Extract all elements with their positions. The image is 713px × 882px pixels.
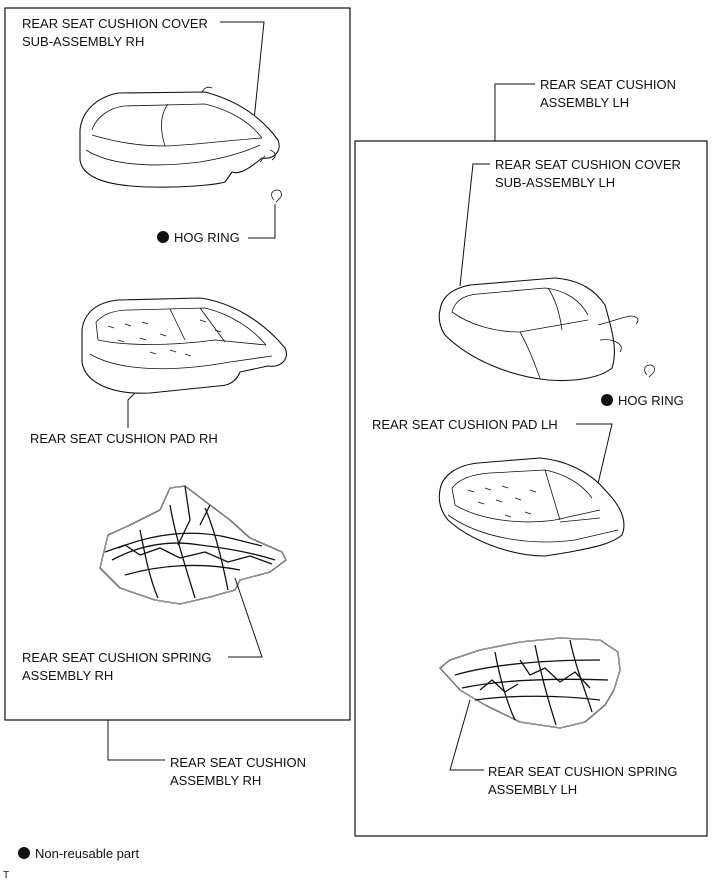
rh-assembly-label-line1: REAR SEAT CUSHION <box>170 755 306 770</box>
rh-seat-cushion-cover-illustration <box>79 86 280 188</box>
rh-spring-leader <box>228 577 263 658</box>
legend-text: Non-reusable part <box>35 846 139 861</box>
lh-assembly-leader <box>494 83 535 141</box>
rh-cover-label-line1: REAR SEAT CUSHION COVER <box>22 16 208 31</box>
lh-hog-ring-illustration <box>644 364 655 378</box>
rh-hog-ring-label: HOG RING <box>174 230 240 245</box>
legend-non-reusable-dot <box>18 847 30 859</box>
lh-assembly-label-line1: REAR SEAT CUSHION <box>540 77 676 92</box>
lh-spring-leader <box>449 699 484 771</box>
lh-pad-leader <box>576 423 613 489</box>
lh-pad-label: REAR SEAT CUSHION PAD LH <box>372 417 558 432</box>
rh-hog-ring-leader <box>248 204 276 239</box>
corner-mark: T <box>3 870 9 881</box>
rh-spring-label-line2: ASSEMBLY RH <box>22 668 113 683</box>
lh-seat-cushion-cover-illustration <box>438 277 639 381</box>
rh-non-reusable-dot <box>157 231 169 243</box>
rh-cover-label-line2: SUB-ASSEMBLY RH <box>22 34 144 49</box>
rh-pad-leader <box>127 392 136 428</box>
lh-hog-ring-label: HOG RING <box>618 393 684 408</box>
lh-spring-label-line2: ASSEMBLY LH <box>488 782 577 797</box>
lh-seat-cushion-spring-illustration <box>439 637 621 729</box>
rh-assembly-leader <box>107 720 165 761</box>
rh-assembly-label-line2: ASSEMBLY RH <box>170 773 261 788</box>
lh-assembly-frame <box>354 140 708 837</box>
lh-assembly-label-line2: ASSEMBLY LH <box>540 95 629 110</box>
rh-assembly-frame <box>4 7 351 721</box>
rh-cover-leader <box>220 21 265 141</box>
rh-spring-label-line1: REAR SEAT CUSHION SPRING <box>22 650 212 665</box>
lh-cover-label-line2: SUB-ASSEMBLY LH <box>495 175 615 190</box>
lh-cover-leader <box>459 163 490 287</box>
lh-spring-label-line1: REAR SEAT CUSHION SPRING <box>488 764 678 779</box>
rh-seat-cushion-spring-illustration <box>99 485 287 605</box>
rh-pad-label: REAR SEAT CUSHION PAD RH <box>30 431 218 446</box>
rh-seat-cushion-pad-illustration <box>81 297 287 394</box>
lh-seat-cushion-pad-illustration <box>438 457 625 557</box>
rh-hog-ring-illustration <box>271 189 282 203</box>
lh-cover-label-line1: REAR SEAT CUSHION COVER <box>495 157 681 172</box>
lh-non-reusable-dot <box>601 394 613 406</box>
